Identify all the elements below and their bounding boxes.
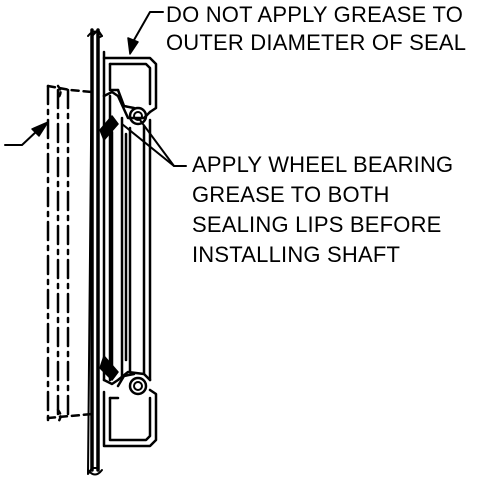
outer-diameter-leader — [127, 11, 164, 55]
seal-lower-section — [99, 355, 158, 448]
sealing-lips-leaders — [121, 119, 187, 167]
seal-upper-section — [99, 50, 158, 141]
housing-wall — [87, 28, 103, 476]
outer-diameter-note: DO NOT APPLY GREASE TO OUTER DIAMETER OF… — [166, 1, 466, 57]
note-line: SEALING LIPS BEFORE — [192, 212, 442, 237]
note-line: INSTALLING SHAFT — [192, 242, 401, 267]
shaft-leader-arrow — [4, 121, 49, 146]
note-line: GREASE TO BOTH — [192, 182, 390, 207]
note-line: OUTER DIAMETER OF SEAL — [166, 30, 467, 55]
shaft-phantom-outline — [46, 84, 94, 424]
note-line: APPLY WHEEL BEARING — [192, 152, 454, 177]
seal-web — [102, 94, 152, 382]
note-line: DO NOT APPLY GREASE TO — [166, 2, 464, 27]
sealing-lips-note: APPLY WHEEL BEARING GREASE TO BOTH SEALI… — [192, 150, 453, 270]
